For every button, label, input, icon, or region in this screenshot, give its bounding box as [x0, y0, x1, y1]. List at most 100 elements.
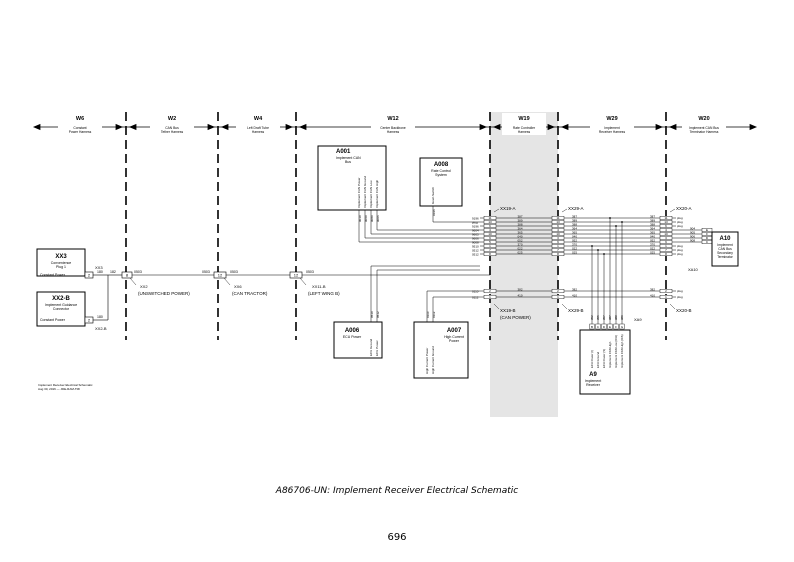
harness-label-bg [150, 113, 194, 135]
bus-w12-label: 9008 [472, 240, 479, 244]
page-number: 696 [387, 532, 407, 543]
connector-pin: 6 [557, 224, 559, 228]
connector-pin: 8 [557, 252, 559, 256]
a006-wire-2: 0512 [376, 311, 380, 318]
a9-pin: D [603, 325, 606, 329]
bus-w29-label: 388 [572, 222, 577, 226]
xx2b-pin-label: Constant Power [40, 318, 66, 322]
harness-code: W19 [518, 116, 529, 122]
bus-w29-label: 370 [572, 242, 577, 246]
connector-pin: 8 [489, 252, 491, 256]
a007-id: A007 [447, 328, 462, 334]
bus-w19-label: 025 [517, 250, 522, 254]
harness-name-line: Constant [73, 126, 86, 130]
xx19a-label: XX19-A [500, 206, 516, 211]
xx3-name-1: Convenience [51, 261, 71, 265]
harness-code: W20 [698, 116, 709, 122]
connector-pin: 10 [556, 232, 560, 236]
xx3-id: XX3 [55, 254, 67, 260]
harness-label-bg [502, 113, 546, 135]
harness-name-line: Harness [518, 130, 531, 134]
bus-w19-label: 387 [517, 214, 522, 218]
a007-name-2: Power [449, 339, 460, 343]
plug-label: plug [677, 216, 683, 220]
xx2b-name-2: Connector [53, 307, 70, 311]
connector-pin: 4 [489, 228, 491, 232]
a9-name-1: Implement [585, 379, 601, 383]
bus-w19-label: 040 [517, 234, 522, 238]
xx11b-pin: 12 [294, 273, 299, 278]
bus-w29-label: 389 [572, 218, 577, 222]
w19-shaded-region [490, 112, 558, 417]
connector-pin: 11 [664, 216, 667, 220]
a10-pin-box [701, 227, 713, 232]
footnote-line-1: Implement Receiver Electrical Schematic [38, 383, 93, 387]
a006-name-1: ECU Power [343, 335, 362, 339]
a9-pin: F [615, 325, 617, 329]
connector-pin: 13 [664, 220, 668, 224]
bus-w29-label: 382 [572, 287, 577, 291]
component-a9: A9 Implement Receiver XA9 [579, 317, 642, 395]
bus-w29-label: 022 [572, 246, 577, 250]
a10-name-1: Implement [717, 243, 732, 247]
bus-w12-label: plug [472, 220, 478, 224]
connector-pin: 1 [489, 295, 491, 299]
a008-wire [432, 206, 480, 223]
component-a001: A001 Implement CAN Bus Implement CAN Pow… [317, 145, 387, 211]
harness-name-line: Harness [252, 130, 265, 134]
a10-name-4: Terminator [717, 255, 733, 259]
a001-signal-3: Implement CAN Low [369, 180, 373, 208]
a10-pin: F [706, 232, 708, 236]
connector-pin: 13 [556, 220, 560, 224]
xx6-name: XX6 [234, 284, 242, 289]
connector-pin: 1 [665, 295, 667, 299]
bus-w19-label: 022 [517, 246, 522, 250]
xx2b-id: XX2-B [52, 296, 70, 302]
wire-0503-d: 0503 [306, 270, 314, 274]
bus-w29-label-end: 040 [650, 234, 655, 238]
connector-pin: 2 [489, 289, 491, 293]
xx11b-name: XX11-B [312, 284, 326, 289]
connector-pin: 6 [489, 224, 491, 228]
wire-0503-b: 0503 [202, 270, 210, 274]
a001-wire-3: 9080 [370, 215, 374, 222]
connector-pin: 13 [488, 220, 492, 224]
splice-dot [609, 217, 611, 219]
xx2-name: XX2 [140, 284, 148, 289]
xx29b-label: XX29-B [568, 308, 584, 313]
xx3-pin-label: Constant Power [40, 273, 66, 277]
harness-name-line: Rate Controller [513, 126, 536, 130]
xx11b-desc: (LEFT WING B) [308, 291, 340, 296]
figure-caption: A86706-UN: Implement Receiver Electrical… [275, 486, 519, 496]
bus-w29-label-end: 370 [650, 242, 655, 246]
harness-code: W12 [387, 116, 398, 122]
xx2b-name-1: Implement Guidance [45, 303, 77, 307]
plug-label: plug [677, 220, 683, 224]
component-a006: A006 ECU Power ECU Ground ECU Power [333, 321, 383, 359]
connector-pin: 2 [557, 289, 559, 293]
xx29a-label: XX29-A [568, 206, 584, 211]
splice-dot [597, 249, 599, 251]
xx3-name-2: Plug 1 [56, 265, 66, 269]
a001-signal-4: Implement CAN High [375, 179, 379, 208]
a007-wire-1: 0110 [426, 311, 430, 318]
connector-pin: 7 [489, 248, 491, 252]
connector-pin: 6 [665, 224, 667, 228]
terminator-wire-label: 908 [690, 238, 695, 242]
harness-name-line: CAN Bus [165, 126, 179, 130]
bus-w12-label: 9606 [472, 236, 479, 240]
bus-w29-label: 040 [572, 234, 577, 238]
plug-label: plug [677, 248, 683, 252]
a9-signal-label: ECU Power (I) [590, 350, 594, 368]
connector-pin: 3 [665, 236, 667, 240]
plug-label: plug [677, 252, 683, 256]
a006-signal-1: ECU Ground [369, 338, 373, 356]
a9-pins: 352BECU Power (I)355CECU Ground357DECU P… [589, 217, 625, 368]
harness-label-bg [58, 113, 102, 135]
bus-w19-label: 382 [517, 287, 522, 291]
a10-pin: E [706, 228, 708, 232]
wire-0503-a: 0503 [134, 270, 142, 274]
bus-w29-label: 410 [572, 293, 577, 297]
